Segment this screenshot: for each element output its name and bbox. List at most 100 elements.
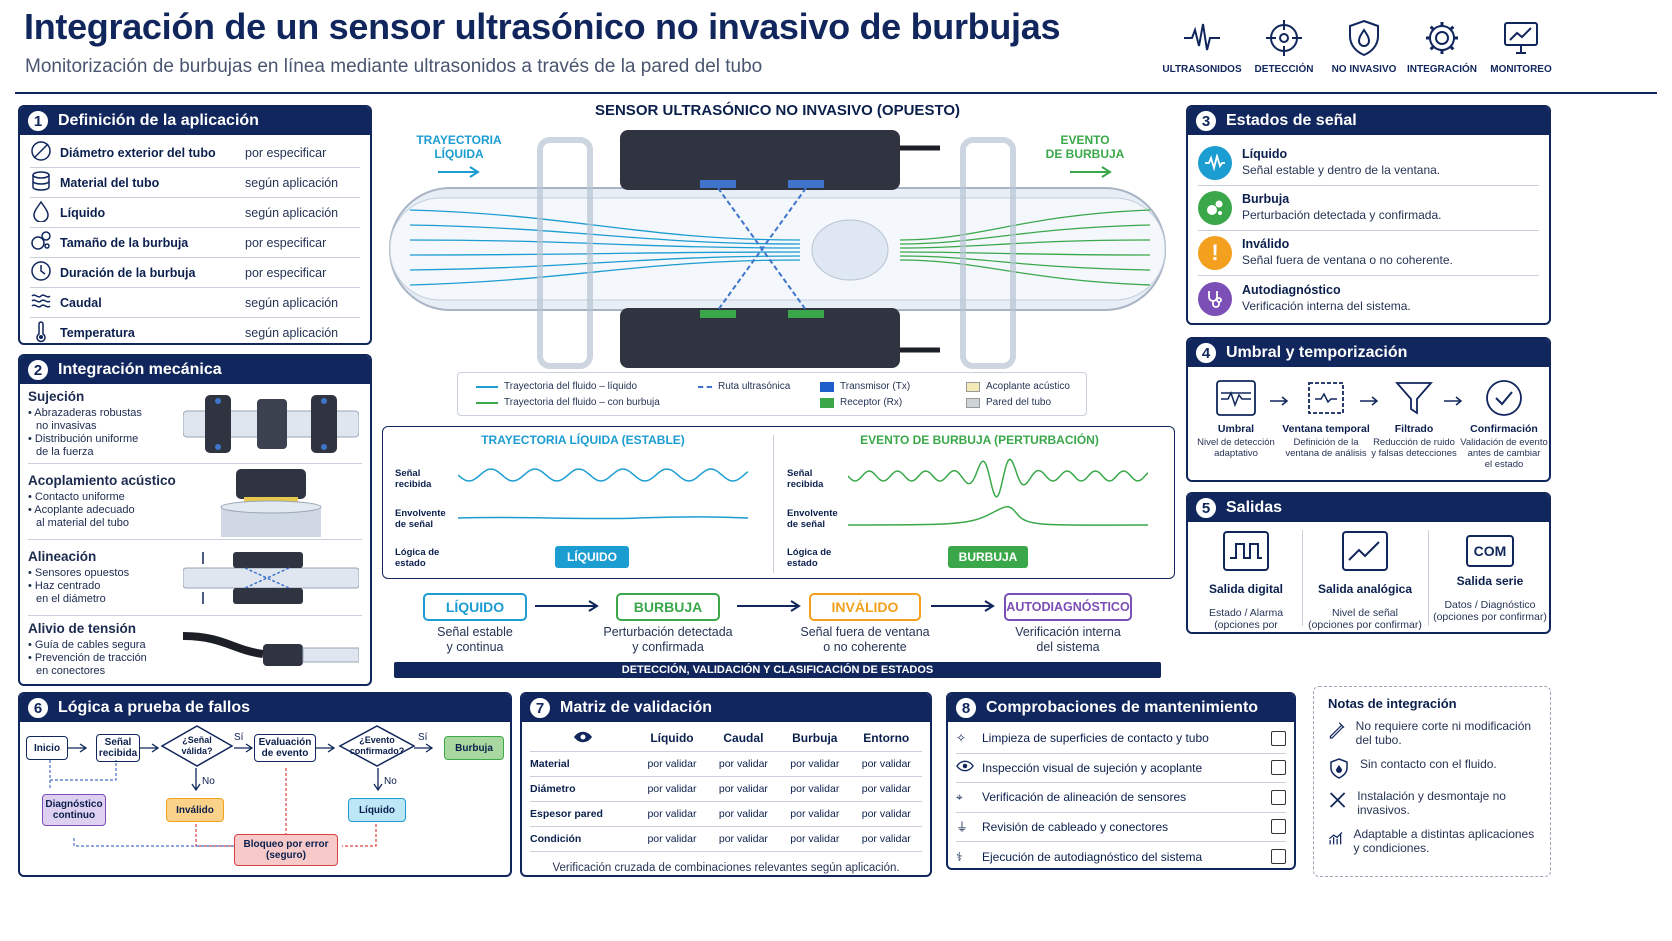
bubbles-icon: [31, 231, 51, 250]
sparkle-icon: ✧: [956, 731, 967, 746]
liquid-envelope: [458, 516, 748, 520]
mech-item-acoplamiento: Acoplamiento acústico• Contacto uniforme…: [28, 464, 362, 540]
monitor-icon: [1504, 22, 1538, 54]
checkbox[interactable]: [1271, 849, 1286, 865]
tools-icon: [1330, 792, 1346, 808]
checkbox[interactable]: [1271, 760, 1286, 776]
waveform-icon: [1184, 23, 1220, 51]
crosshair-icon: [1266, 20, 1302, 56]
header-icon-deteccion: DETECCIÓN: [1242, 18, 1326, 75]
bubble-received-wave: [848, 458, 1148, 498]
flow-icon: [31, 294, 51, 308]
time-window-icon: [1308, 382, 1344, 414]
waveform-panel: TRAYECTORIA LÍQUIDA (ESTABLE) EVENTO DE …: [382, 426, 1175, 579]
validation-footer: Verificación cruzada de combinaciones re…: [552, 861, 900, 874]
note-item: No requiere corte ni modificación del tu…: [1328, 719, 1536, 747]
warning-icon: !: [1198, 236, 1232, 270]
header-icon-ultrasonidos: ULTRASONIDOS: [1160, 18, 1244, 75]
bottom-bar: DETECCIÓN, VALIDACIÓN Y CLASIFICACIÓN DE…: [394, 662, 1161, 678]
bubble-envelope: [848, 506, 1148, 526]
thermometer-icon: [36, 320, 46, 342]
state-flow-burbuja: BURBUJA: [616, 593, 720, 621]
check-inspeccion: Inspección visual de sujeción y acoplant…: [956, 754, 1286, 783]
liquid-state-badge: LÍQUIDO: [555, 546, 629, 568]
stethoscope-icon: [1208, 290, 1222, 308]
threshold-icon: [1216, 380, 1256, 416]
page-subtitle: Monitorización de burbujas en línea medi…: [25, 56, 763, 77]
integration-notes: Notas de integración No requiere corte n…: [1313, 686, 1551, 877]
node-liquido: Líquido: [348, 798, 406, 822]
checkbox[interactable]: [1271, 819, 1286, 835]
alignment-illustration: [183, 551, 359, 604]
checkbox[interactable]: [1271, 789, 1286, 805]
shield-drop-icon: [1330, 758, 1348, 779]
header-divider: [15, 92, 1657, 94]
shield-icon: [1349, 19, 1379, 57]
cable-illustration: [183, 632, 359, 666]
node-bloqueo: Bloqueo por error(seguro): [234, 834, 338, 866]
liquid-received-wave: [458, 468, 748, 482]
diameter-icon: [31, 141, 51, 161]
mech-item-alineacion: Alineación• Sensores opuestos• Haz centr…: [28, 540, 362, 616]
bubbles-icon: [1207, 200, 1223, 215]
plug-icon: ⏚: [956, 820, 969, 835]
page-title: Integración de un sensor ultrasónico no …: [24, 6, 1061, 47]
header-icon-monitoreo: MONITOREO: [1479, 18, 1563, 75]
bubble-state-badge: BURBUJA: [948, 546, 1028, 568]
node-burbuja: Burbuja: [444, 736, 504, 760]
state-flow-arrows: [535, 600, 995, 612]
header-icon-no-invasivo: NO INVASIVO: [1322, 18, 1406, 75]
node-inicio: Inicio: [26, 736, 68, 760]
check-alineacion: ⌖Verificación de alineación de sensores: [956, 783, 1286, 813]
note-item: Sin contacto con el fluido.: [1328, 757, 1536, 779]
drop-icon: [33, 200, 49, 223]
com-port-icon: COM: [1466, 535, 1514, 567]
note-item: Adaptable a distintas aplicaciones y con…: [1328, 827, 1536, 855]
coupling-illustration: [220, 468, 322, 537]
step-arrows: [1270, 396, 1463, 406]
checkbox[interactable]: [1271, 730, 1286, 746]
database-icon: [32, 171, 50, 191]
crosshair-icon: ⌖: [956, 789, 963, 804]
waveform-icon: [1205, 154, 1225, 172]
diagram-legend: Trayectoria del fluido – líquido Trayect…: [457, 372, 1087, 416]
filter-icon: [1395, 382, 1433, 415]
state-flow-autodiagnostico: AUTODIAGNÓSTICO: [1004, 593, 1132, 621]
pencil-ruler-icon: [1329, 722, 1345, 739]
check-limpieza: ✧Limpieza de superficies de contacto y t…: [956, 724, 1286, 754]
check-circle-icon: [1486, 380, 1522, 416]
sensor-illustration: [389, 130, 1166, 369]
